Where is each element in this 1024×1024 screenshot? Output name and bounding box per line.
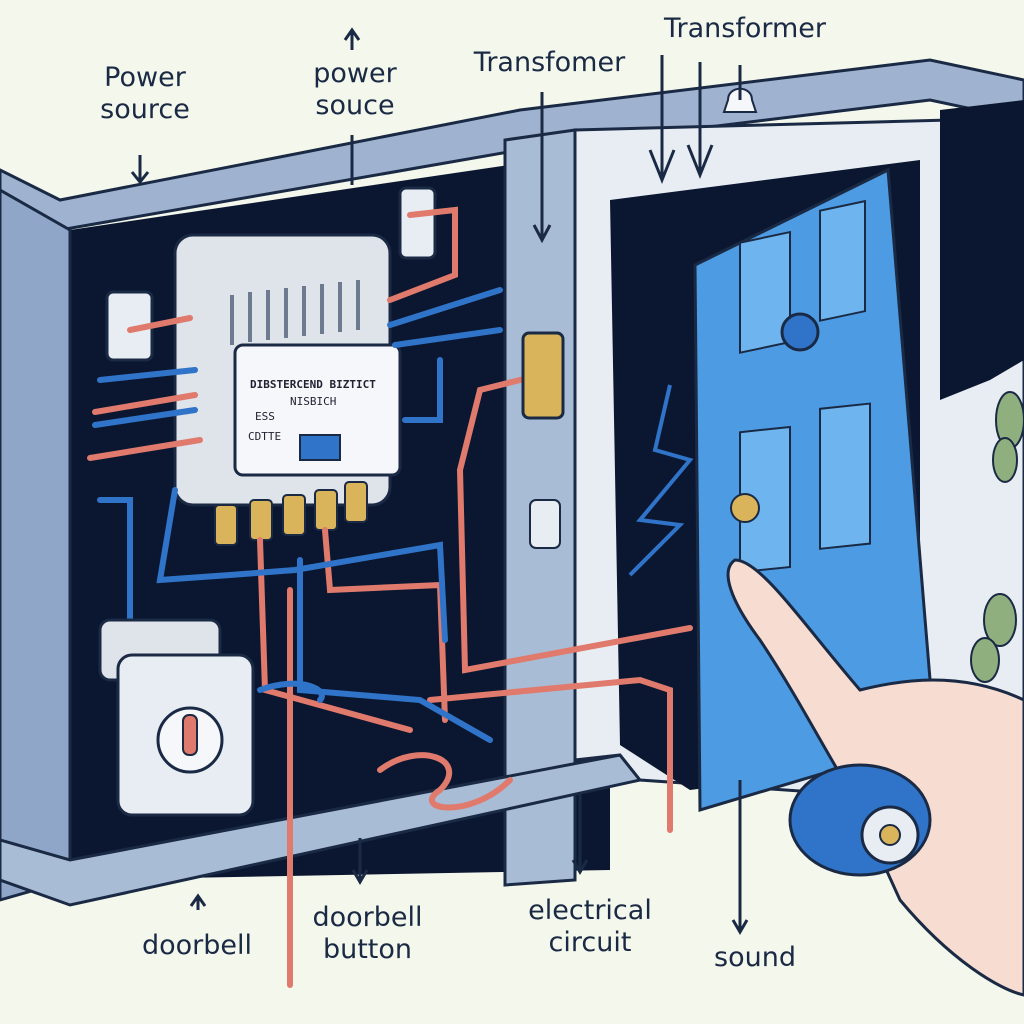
label-power-source-left: Power source (100, 62, 190, 125)
label-electrical-circuit: electrical circuit (528, 895, 652, 958)
door-knocker (780, 312, 820, 352)
left-wall-panel (0, 188, 72, 902)
terminals (214, 481, 368, 546)
blue-wires (92, 287, 503, 743)
wall-plate-mid (529, 499, 561, 549)
doorbell-button-center (879, 824, 901, 846)
doorbell-switch (182, 714, 198, 756)
label-sound: sound (714, 942, 796, 973)
door-panel (819, 402, 871, 550)
bell-icon (722, 87, 758, 113)
panel-line-3: ESS (255, 410, 275, 423)
outlet-top (398, 186, 437, 260)
label-power-source-center: power souce (313, 58, 397, 121)
plant-leaves (970, 391, 1024, 683)
panel-line-4: CDTTE (248, 430, 282, 443)
door-panel (819, 199, 866, 322)
electric-spark (628, 384, 694, 577)
transformer-indicator (299, 434, 341, 461)
label-doorbell-button: doorbell button (312, 902, 423, 965)
transformer-vents (230, 280, 360, 345)
panel-line-2: NISBICH (290, 395, 337, 408)
label-doorbell: doorbell (141, 930, 253, 961)
door-knob (730, 493, 760, 523)
annotation-arrows (130, 27, 749, 935)
door-panel (739, 230, 791, 354)
right-cavity (940, 100, 1024, 400)
label-transformer-top: Transformer (663, 13, 826, 44)
wall-plate-top (521, 331, 565, 420)
panel-line-1: DIBSTERCEND BIZTICT (250, 378, 376, 391)
label-transformer-center: Transfomer (473, 47, 626, 78)
transformer-panel (233, 343, 402, 477)
